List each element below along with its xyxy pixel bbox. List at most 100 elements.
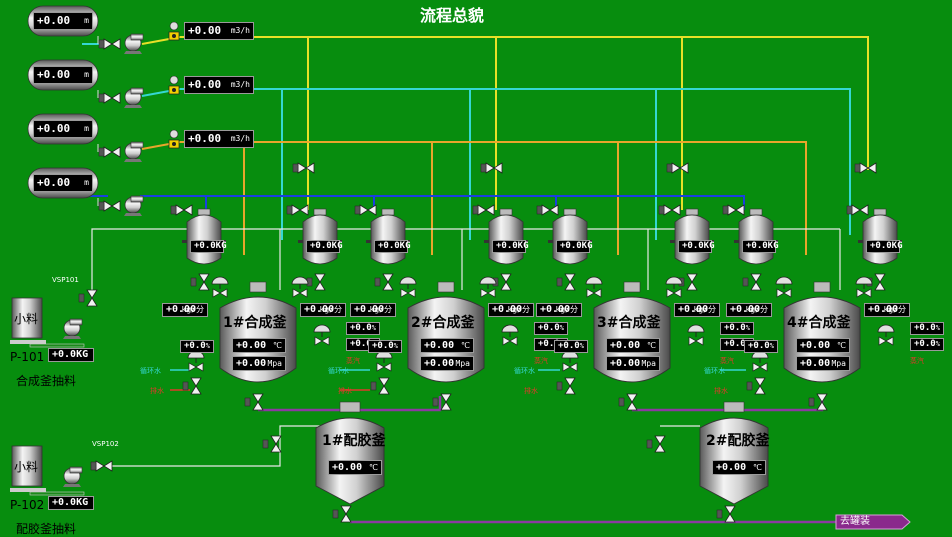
valve-opening: +0.0%	[910, 322, 944, 335]
control-valve[interactable]	[585, 276, 603, 298]
additive-pump[interactable]	[63, 466, 83, 487]
drain-valve[interactable]	[556, 377, 576, 395]
reactor-name: 3#合成釜	[597, 315, 661, 331]
weigh-tank[interactable]	[484, 208, 528, 265]
reactor-bottom-valve[interactable]	[808, 393, 828, 411]
steam-control-valve[interactable]	[687, 324, 705, 346]
weigh-tank-inlet-valve[interactable]	[170, 204, 193, 216]
glue-mixer[interactable]	[315, 401, 385, 505]
control-valve[interactable]	[211, 276, 229, 298]
reactor-name: 4#合成釜	[787, 315, 851, 331]
weigh-tank-outlet-valve[interactable]	[742, 273, 762, 291]
drain-tag: 排水	[714, 387, 728, 395]
control-valve[interactable]	[399, 276, 417, 298]
reactor-temperature: +0.00℃	[796, 338, 850, 353]
weigh-tank-outlet-valve[interactable]	[306, 273, 326, 291]
reactor-name: 1#合成釜	[223, 315, 287, 331]
transfer-pump[interactable]	[124, 195, 144, 216]
mixer-inlet-valve[interactable]	[646, 435, 666, 453]
weigh-tank-outlet-valve[interactable]	[190, 273, 210, 291]
mixer-temperature: +0.00℃	[712, 460, 766, 475]
valve-opening: +0.0%	[744, 340, 778, 353]
weigh-tank-inlet-valve[interactable]	[354, 204, 377, 216]
valve-opening: +0.0%	[180, 340, 214, 353]
station-caption: 配胶釜抽料	[16, 522, 77, 536]
flowmeter-icon	[168, 129, 180, 149]
weigh-tank[interactable]	[366, 208, 410, 265]
steam-control-valve[interactable]	[501, 324, 519, 346]
header-valve[interactable]	[666, 162, 689, 174]
header-valve[interactable]	[292, 162, 315, 174]
tank-outlet-valve[interactable]	[98, 146, 121, 158]
transfer-pump[interactable]	[124, 87, 144, 108]
weigh-tank-outlet-valve[interactable]	[374, 273, 394, 291]
weigh-tank[interactable]	[182, 208, 226, 265]
control-valve[interactable]	[855, 276, 873, 298]
flowmeter-icon	[168, 75, 180, 95]
additive-pump[interactable]	[63, 318, 83, 339]
control-valve[interactable]	[479, 276, 497, 298]
weigh-tank-weight: +0.0KG	[678, 240, 715, 253]
header-valve[interactable]	[854, 162, 877, 174]
steam-control-valve[interactable]	[877, 324, 895, 346]
reactor-bottom-valve[interactable]	[244, 393, 264, 411]
weigh-tank[interactable]	[670, 208, 714, 265]
reactor-bottom-valve[interactable]	[618, 393, 638, 411]
weigh-tank-inlet-valve[interactable]	[472, 204, 495, 216]
cooling-control-valve[interactable]	[561, 350, 579, 372]
mixer-bottom-valve[interactable]	[716, 505, 736, 523]
control-valve[interactable]	[775, 276, 793, 298]
mixer-inlet-valve[interactable]	[262, 435, 282, 453]
weigh-tank[interactable]	[298, 208, 342, 265]
weigh-tank-inlet-valve[interactable]	[722, 204, 745, 216]
tank-outlet-valve[interactable]	[98, 92, 121, 104]
weigh-tank-outlet-valve[interactable]	[556, 273, 576, 291]
cooling-control-valve[interactable]	[375, 350, 393, 372]
weigh-tank-inlet-valve[interactable]	[658, 204, 681, 216]
glue-mixer[interactable]	[699, 401, 769, 505]
pump-tag: P-101	[10, 350, 45, 364]
weigh-tank-weight: +0.0KG	[866, 240, 903, 253]
vsp-tag: VSP102	[92, 440, 119, 448]
drain-valve[interactable]	[746, 377, 766, 395]
additive-drum[interactable]	[10, 445, 85, 496]
header-valve[interactable]	[480, 162, 503, 174]
additive-valve[interactable]	[78, 289, 98, 307]
weigh-tank[interactable]	[858, 208, 902, 265]
go-filling-button[interactable]: 去罐装	[835, 514, 911, 530]
weigh-tank[interactable]	[548, 208, 592, 265]
valve-opening: +0.0%	[720, 322, 754, 335]
tank-outlet-valve[interactable]	[98, 38, 121, 50]
cooling-control-valve[interactable]	[751, 350, 769, 372]
reactor-temperature: +0.00℃	[420, 338, 474, 353]
weigh-tank-inlet-valve[interactable]	[536, 204, 559, 216]
weigh-tank-inlet-valve[interactable]	[846, 204, 869, 216]
transfer-pump[interactable]	[124, 141, 144, 162]
cooling-water-tag: 循环水	[328, 367, 349, 375]
tank-outlet-valve[interactable]	[98, 200, 121, 212]
weigh-tank-inlet-valve[interactable]	[286, 204, 309, 216]
control-valve[interactable]	[665, 276, 683, 298]
drain-valve[interactable]	[370, 377, 390, 395]
additive-valve[interactable]	[90, 460, 113, 472]
weigh-tank[interactable]	[734, 208, 778, 265]
steam-control-valve[interactable]	[313, 324, 331, 346]
drain-valve[interactable]	[182, 377, 202, 395]
additive-drum[interactable]	[10, 297, 85, 348]
steam-tag: 蒸汽	[346, 357, 360, 365]
reactor-bottom-valve[interactable]	[432, 393, 452, 411]
valve-opening: +0.0%	[368, 340, 402, 353]
pipe-white-line	[91, 228, 841, 467]
control-valve[interactable]	[291, 276, 309, 298]
cooling-control-valve[interactable]	[187, 350, 205, 372]
mixer-bottom-valve[interactable]	[332, 505, 352, 523]
transfer-pump[interactable]	[124, 33, 144, 54]
